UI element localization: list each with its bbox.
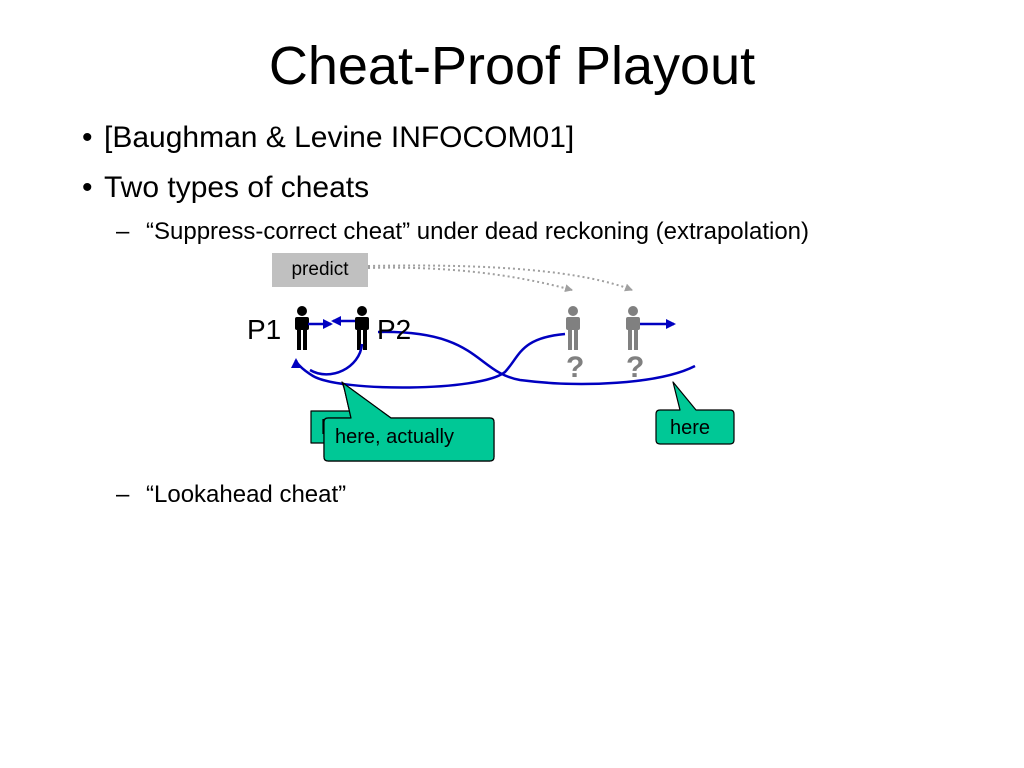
dash-marker: – [116,481,130,508]
bullet-marker: • [82,171,93,204]
sub-bullet-text: “Suppress-correct cheat” under dead reck… [146,218,810,245]
callout-here-right-text: here [670,417,711,439]
person-icon [295,306,309,350]
callout-here-actually [323,382,495,462]
sub-bullet-item: – “Suppress-correct cheat” under dead re… [116,217,810,247]
bullet-text: [Baughman & Levine INFOCOM01] [104,121,575,154]
trajectory-curve [309,343,364,376]
callout-actually-text: here, actually [335,426,454,448]
bullet-item: • [Baughman & Levine INFOCOM01] [82,120,575,156]
sub-bullet-text: “Lookahead cheat” [146,481,347,508]
person-icon [355,306,369,350]
bullet-marker: • [82,121,93,154]
bullet-item: • Two types of cheats [82,170,370,206]
unknown-position-mark: ? [626,351,645,384]
ghost-person-icon [566,306,580,350]
predict-label: predict [272,253,368,287]
player1-label: P1 [247,314,282,345]
predict-arrow-2 [367,264,633,292]
callout-here-left-text: h [321,417,333,439]
unknown-position-mark: ? [566,351,585,384]
sub-bullet-item: – “Lookahead cheat” [116,480,347,510]
player2-label: P2 [377,314,412,345]
callout-here-right [655,381,735,445]
bullet-text: Two types of cheats [104,171,370,204]
trajectory-curve [377,330,696,386]
dash-marker: – [116,218,130,245]
predict-arrow-1 [367,266,573,293]
slide-title: Cheat-Proof Playout [268,36,756,96]
ghost-person-icon [626,306,640,350]
